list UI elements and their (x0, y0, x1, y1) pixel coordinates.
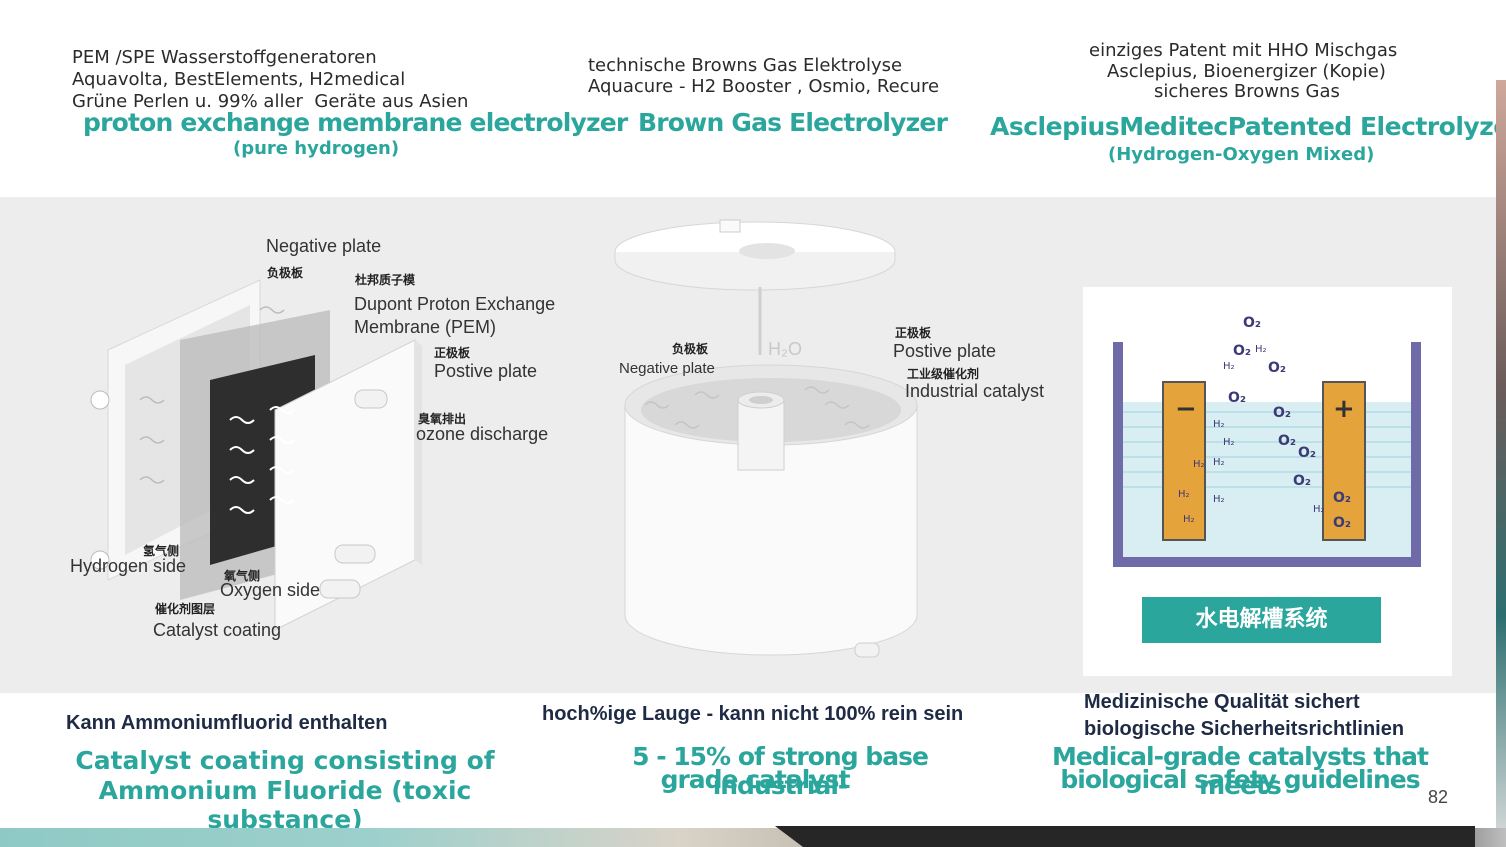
brown-teal-note-1: 5 - 15% of strong base industrial- (632, 742, 929, 800)
tank-h2o: H₂O (768, 339, 802, 359)
pem-membrane-en-2: Membrane (PEM) (354, 317, 497, 337)
svg-text:O₂: O₂ (1243, 315, 1261, 331)
asclepius-title: AsclepiusMeditecPatented Electrolyzer (990, 112, 1506, 141)
asclepius-german-line-1: einziges Patent mit HHO Mischgas (1089, 40, 1398, 61)
tank-negative-cn: 负极板 (672, 342, 709, 356)
brown-german-note: hoch%ige Lauge - kann nicht 100% rein se… (542, 703, 964, 725)
svg-text:O₂: O₂ (1228, 390, 1246, 406)
svg-text:H₂: H₂ (1223, 361, 1235, 372)
pem-membrane-cn: 杜邦质子模 (355, 273, 416, 287)
page-number: 82 (1428, 787, 1449, 807)
tank-positive-en: Postive plate (893, 341, 997, 361)
asclepius-german-note-1: Medizinische Qualität sichert (1084, 691, 1360, 713)
svg-text:H₂: H₂ (1223, 437, 1235, 448)
svg-text:O₂: O₂ (1333, 515, 1351, 531)
svg-text:H₂: H₂ (1193, 459, 1205, 470)
brown-german-line-2: Aquacure - H2 Booster , Osmio, Recure (588, 76, 940, 97)
asclepius-german-note-2: biologische Sicherheitsrichtlinien (1084, 718, 1405, 740)
tank-negative-en: Negative plate (619, 360, 715, 377)
svg-text:O₂: O₂ (1273, 405, 1291, 421)
edge-photo-strip (1496, 80, 1506, 847)
bottom-photo-wedge (775, 826, 1475, 847)
svg-text:O₂: O₂ (1278, 433, 1296, 449)
brown-gas-tank-illustration (614, 219, 918, 658)
tank-catalyst-en: Industrial catalyst (905, 381, 1045, 401)
pem-positive-plate-cn: 正极板 (434, 346, 471, 360)
pem-membrane-en-1: Dupont Proton Exchange (354, 294, 556, 314)
brown-teal-note-2: grade catalyst (660, 765, 851, 794)
pem-hydrogen-en: Hydrogen side (70, 556, 187, 576)
pem-teal-note-2: Ammonium Fluoride (toxic substance) (98, 776, 472, 834)
asclepius-german-line-2: Asclepius, Bioenergizer (Kopie) (1107, 61, 1386, 82)
pem-positive-plate-en: Postive plate (434, 361, 538, 381)
pem-electrolyzer-illustration (90, 279, 422, 631)
pem-german-line-2: Aquavolta, BestElements, H2medical (72, 69, 406, 90)
asclepius-teal-note-1: Medical-grade catalysts that meets (1052, 742, 1429, 800)
pem-oxygen-cn: 氧气侧 (224, 569, 261, 583)
brown-title: Brown Gas Electrolyzer (638, 108, 948, 137)
svg-text:O₂: O₂ (1233, 343, 1251, 359)
pem-negative-plate-cn: 负极板 (267, 266, 304, 280)
asclepius-teal-note-2: biological safety guidelines (1060, 765, 1420, 794)
svg-text:H₂: H₂ (1213, 494, 1225, 505)
tank-catalyst-cn: 工业级催化剂 (907, 367, 980, 381)
svg-text:H₂: H₂ (1178, 489, 1190, 500)
pem-oxygen-en: Oxygen side (220, 580, 321, 600)
pem-subtitle: (pure hydrogen) (233, 138, 400, 159)
cell-minus-sign: − (1175, 394, 1197, 424)
svg-text:H₂: H₂ (1313, 504, 1325, 515)
pem-german-line-1: PEM /SPE Wasserstoffgeneratoren (72, 47, 377, 68)
svg-text:O₂: O₂ (1333, 490, 1351, 506)
pem-ozone-cn: 臭氧排出 (418, 412, 467, 426)
svg-text:O₂: O₂ (1293, 473, 1311, 489)
tank-positive-cn: 正极板 (895, 326, 932, 340)
pem-catalyst-cn: 催化剂图层 (155, 602, 216, 616)
cell-plus-sign: + (1333, 394, 1355, 424)
svg-text:H₂: H₂ (1213, 457, 1225, 468)
pem-negative-plate-en: Negative plate (266, 236, 382, 256)
svg-text:H₂: H₂ (1255, 344, 1267, 355)
svg-text:H₂: H₂ (1213, 419, 1225, 430)
brown-german-line-1: technische Browns Gas Elektrolyse (588, 55, 903, 76)
pem-hydrogen-cn: 氢气侧 (143, 544, 180, 558)
pem-german-line-3: Grüne Perlen u. 99% aller Geräte aus Asi… (72, 91, 469, 112)
pem-title: proton exchange membrane electrolyzer (83, 108, 628, 137)
asclepius-german-line-3: sicheres Browns Gas (1154, 81, 1340, 102)
svg-text:O₂: O₂ (1298, 445, 1316, 461)
electrolysis-cell-caption: 水电解槽系统 (1142, 597, 1381, 643)
pem-german-note: Kann Ammoniumfluorid enthalten (66, 712, 388, 734)
electrolysis-cell-illustration: − + O₂ O₂ O₂ O₂ O₂ O₂ O₂ O₂ O₂ O₂ H₂ H₂ … (1113, 315, 1421, 567)
svg-text:H₂: H₂ (1183, 514, 1195, 525)
asclepius-subtitle: (Hydrogen-Oxygen Mixed) (1108, 144, 1375, 165)
pem-catalyst-en: Catalyst coating (153, 620, 282, 640)
svg-text:O₂: O₂ (1268, 360, 1286, 376)
pem-teal-note-1: Catalyst coating consisting of (75, 746, 495, 775)
pem-ozone-en: ozone discharge (416, 424, 549, 444)
